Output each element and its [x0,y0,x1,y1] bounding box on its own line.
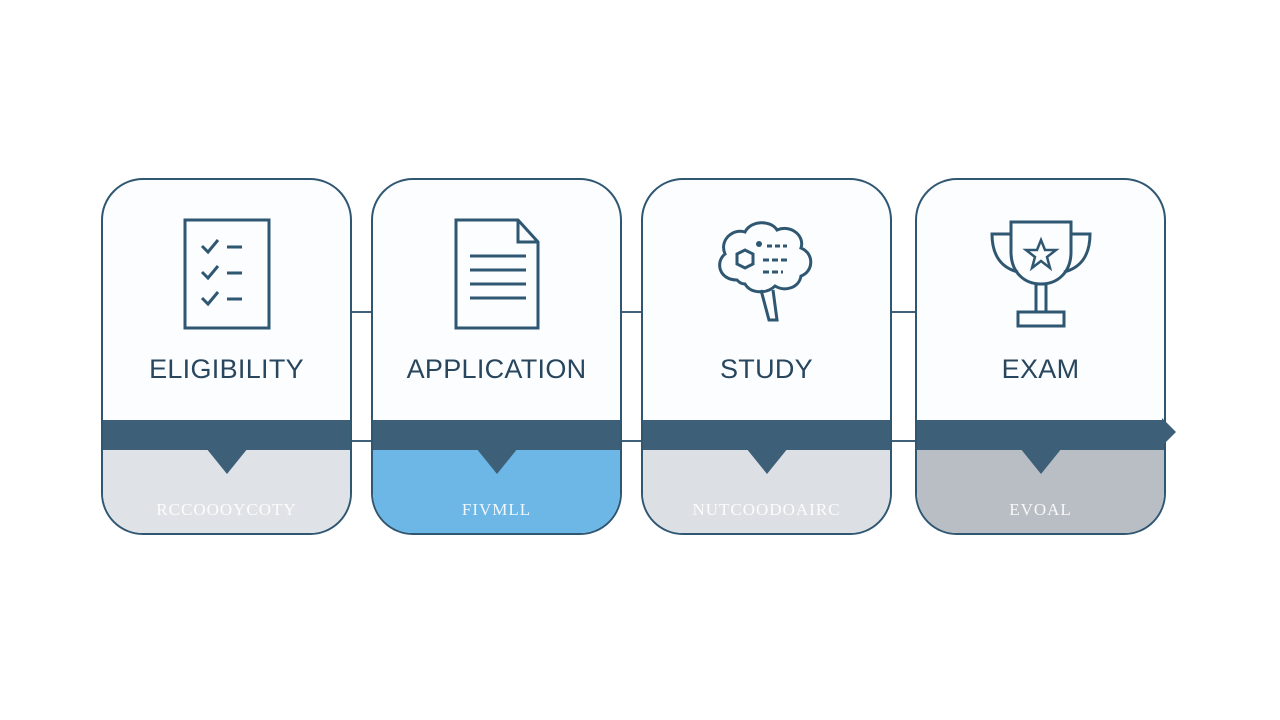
down-pointer-icon [745,448,788,474]
step-band [103,420,350,450]
step-title: EXAM [1001,354,1080,384]
connector-line [622,311,642,313]
step-subtitle: EVOAL [1009,500,1072,519]
step-subtitle: FIVMLL [461,500,532,519]
connector-line [892,311,916,313]
connector-line [622,440,642,442]
connector-line [352,440,372,442]
trophy-icon [917,210,1164,340]
step-band [643,420,890,450]
step-title: STUDY [719,354,813,384]
down-pointer-icon [205,448,248,474]
down-pointer-icon [1019,448,1062,474]
step-card-study: STUDY NUTCOODOAIRC [641,178,892,535]
step-subtitle: NUTCOODOAIRC [692,500,841,519]
step-title: ELIGIBILITY [149,354,304,384]
step-band [917,420,1164,450]
connector-line [892,440,916,442]
step-card-exam: EXAM EVOAL [915,178,1166,535]
step-card-eligibility: ELIGIBILITY RCCOOOYCOTY [101,178,352,535]
step-card-application: APPLICATION FIVMLL [371,178,622,535]
checklist-icon [103,210,350,340]
arrow-right-icon [1162,418,1176,446]
down-pointer-icon [475,448,518,474]
step-title: APPLICATION [406,354,587,384]
brain-icon [643,210,890,340]
connector-line [352,311,372,313]
document-icon [373,210,620,340]
step-band [373,420,620,450]
step-subtitle: RCCOOOYCOTY [156,500,297,519]
